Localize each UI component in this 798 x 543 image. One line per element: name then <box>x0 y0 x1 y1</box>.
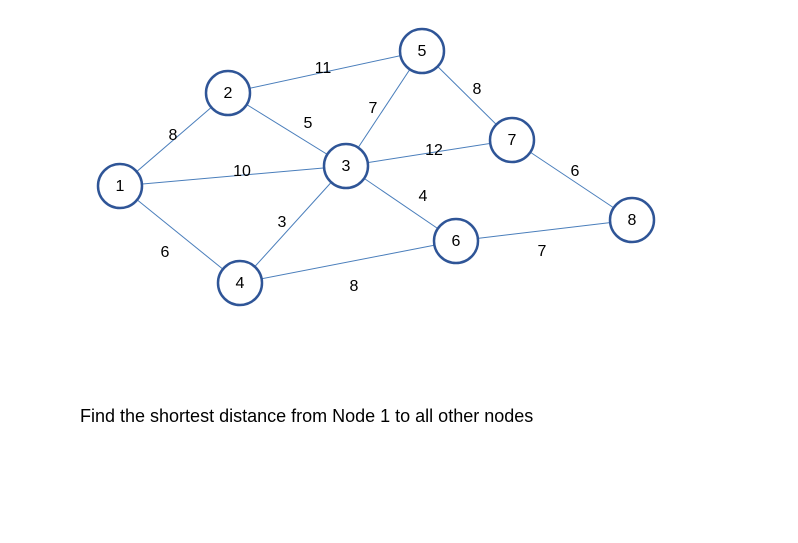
edge-weight-3-4: 3 <box>278 214 287 231</box>
edge-4-6 <box>239 240 457 284</box>
edge-1-2 <box>119 92 229 187</box>
edge-weight-2-3: 5 <box>304 115 313 132</box>
node-7-label: 7 <box>508 132 517 149</box>
node-8-label: 8 <box>628 212 637 229</box>
node-3-circle <box>322 142 370 190</box>
edge-3-7 <box>345 139 513 167</box>
node-7: 7 <box>488 116 536 164</box>
edges-layer <box>119 50 633 284</box>
node-1: 1 <box>96 162 144 210</box>
node-6-circle <box>432 217 480 265</box>
node-2: 2 <box>204 69 252 117</box>
node-7-circle <box>488 116 536 164</box>
edge-weight-2-5: 11 <box>315 60 332 77</box>
edge-weight-4-6: 8 <box>350 278 359 295</box>
edge-6-8 <box>455 219 633 242</box>
edge-3-4 <box>239 165 347 284</box>
edge-1-3 <box>119 165 347 187</box>
node-5-label: 5 <box>418 43 427 60</box>
node-1-label: 1 <box>116 178 125 195</box>
edge-1-4 <box>119 185 241 284</box>
edge-weight-1-2: 8 <box>169 127 178 144</box>
node-3-label: 3 <box>342 158 351 175</box>
edge-weight-5-7: 8 <box>473 81 482 98</box>
node-8: 8 <box>608 196 656 244</box>
node-8-circle <box>608 196 656 244</box>
node-5: 5 <box>398 27 446 75</box>
edge-weight-7-8: 6 <box>571 163 580 180</box>
node-2-label: 2 <box>224 85 233 102</box>
node-3: 3 <box>322 142 370 190</box>
edge-7-8 <box>511 139 633 221</box>
edge-weight-3-6: 4 <box>419 188 428 205</box>
node-2-circle <box>204 69 252 117</box>
node-4: 4 <box>216 259 264 307</box>
edge-weight-3-7: 12 <box>425 142 443 159</box>
node-4-label: 4 <box>236 275 245 292</box>
node-4-circle <box>216 259 264 307</box>
edge-weight-6-8: 7 <box>538 243 547 260</box>
node-1-circle <box>96 162 144 210</box>
node-5-circle <box>398 27 446 75</box>
node-6: 6 <box>432 217 480 265</box>
edge-weight-1-3: 10 <box>233 163 251 180</box>
node-6-label: 6 <box>452 233 461 250</box>
edge-2-5 <box>227 50 423 94</box>
weights-layer: 8 10 6 11 5 7 3 12 4 8 8 6 7 <box>161 60 580 295</box>
edge-weight-3-5: 7 <box>369 100 378 117</box>
problem-caption: Find the shortest distance from Node 1 t… <box>80 406 534 426</box>
edge-weight-1-4: 6 <box>161 244 170 261</box>
